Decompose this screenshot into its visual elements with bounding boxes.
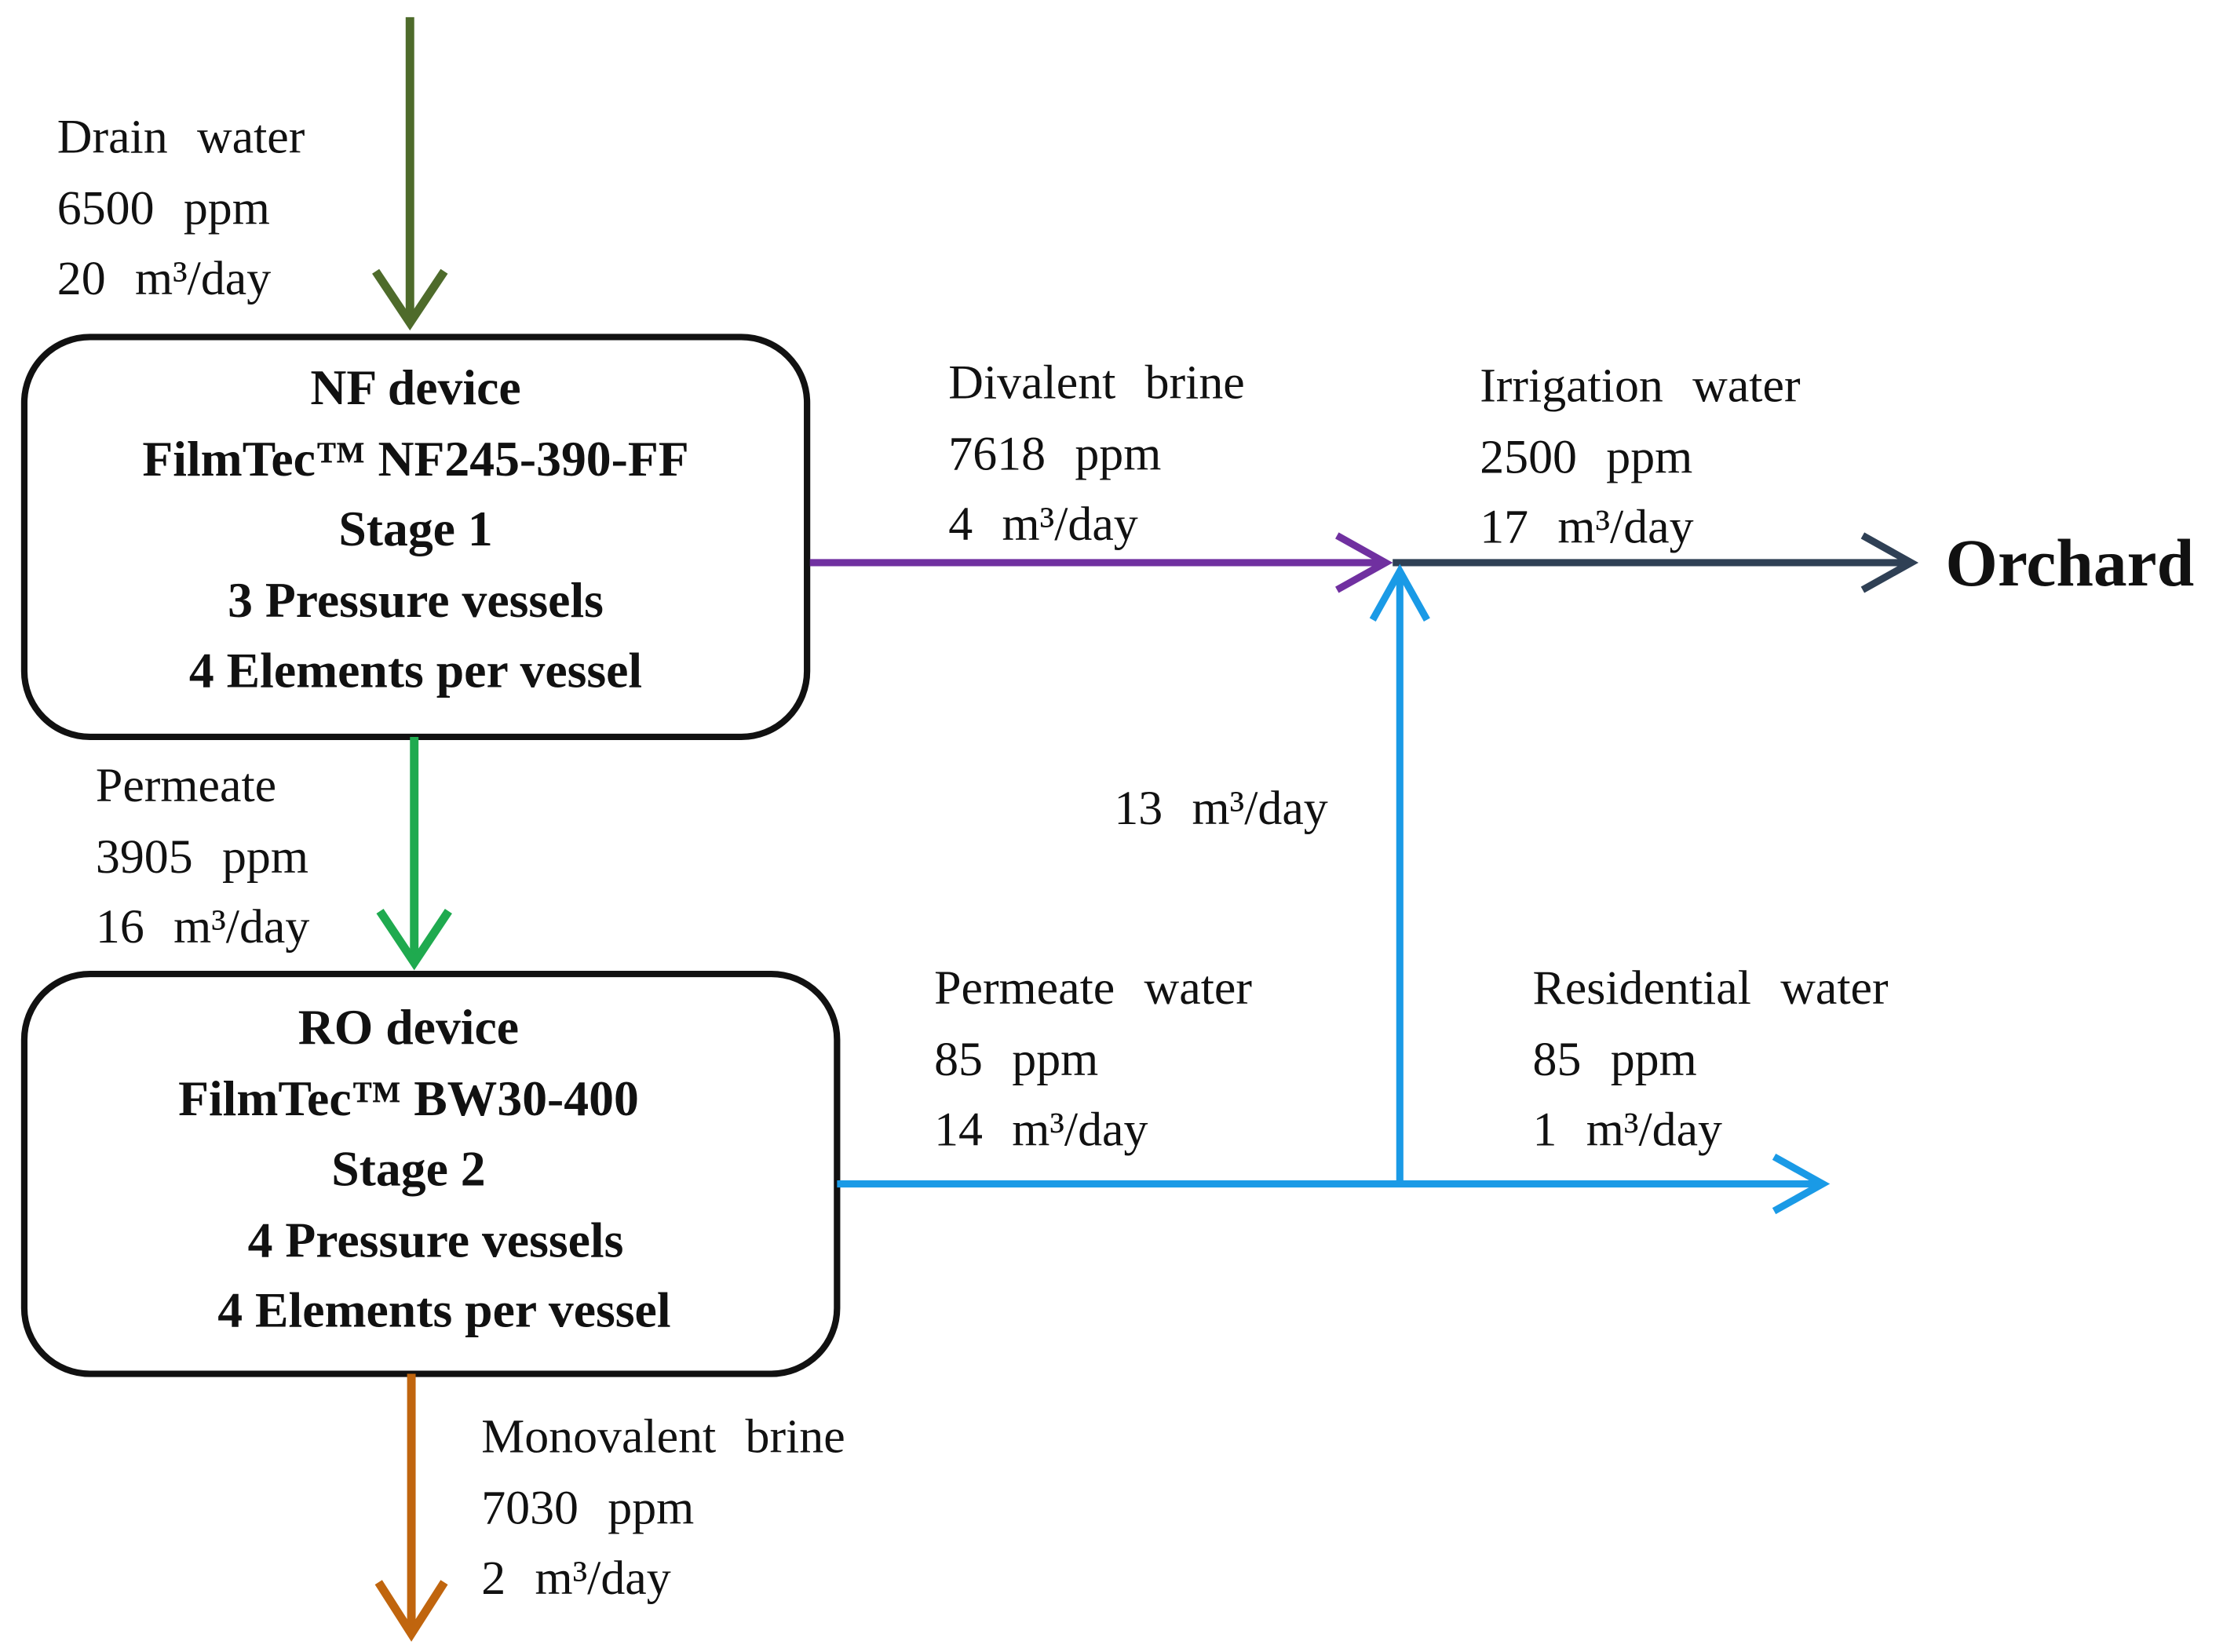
ro-line-4: 4 Pressure vessels [247, 1212, 624, 1267]
nf-line-1: NF device [310, 359, 521, 416]
mono-ppm: 7030 ppm [481, 1481, 695, 1535]
nf-line-4: 3 Pressure vessels [228, 571, 604, 628]
mono-title: Monovalent brine [481, 1410, 845, 1464]
permeate-title: Permeate [95, 760, 277, 813]
irrigation-title: Irrigation water [1480, 359, 1801, 413]
drain-water-label: Drain water 6500 ppm 20 m³/day [57, 103, 305, 315]
permeate-arrow [376, 736, 452, 971]
ro-device-text: RO device FilmTec™ BW30-400 Stage 2 4 Pr… [24, 993, 882, 1346]
ro-line-5: 4 Elements per vessel [217, 1282, 671, 1339]
mono-flow: 2 m³/day [481, 1552, 671, 1606]
monovalent-brine-label: Monovalent brine 7030 ppm 2 m³/day [481, 1402, 845, 1614]
ro-line-1: RO device [298, 999, 520, 1056]
orchard-label: Orchard [1945, 527, 2195, 602]
permeate-ppm: 3905 ppm [95, 830, 308, 884]
residential-ppm: 85 ppm [1532, 1033, 1697, 1086]
permeate-water-label: Permeate water 85 ppm 14 m³/day [934, 954, 1252, 1166]
divalent-flow: 4 m³/day [948, 498, 1138, 552]
permeate-flow: 16 m³/day [95, 901, 310, 954]
permeate-water-ppm: 85 ppm [934, 1033, 1099, 1086]
permeate-water-title: Permeate water [934, 962, 1252, 1016]
ro-device-box [20, 970, 841, 1377]
nf-device-text: NF device FilmTec™ NF245-390-FF Stage 1 … [24, 352, 807, 706]
nf-line-3: Stage 1 [338, 501, 493, 557]
irrigation-ppm: 2500 ppm [1480, 430, 1693, 483]
return-flow: 13 m³/day [1114, 782, 1328, 836]
drain-flow: 20 m³/day [57, 253, 272, 306]
divalent-ppm: 7618 ppm [948, 428, 1162, 481]
return-flow-label: 13 m³/day [1114, 774, 1327, 844]
nf-line-2: FilmTec™ NF245-390-FF [142, 430, 689, 487]
permeate-water-line [837, 563, 1831, 1215]
nf-line-5: 4 Elements per vessel [188, 642, 643, 698]
divalent-brine-label: Divalent brine 7618 ppm 4 m³/day [948, 348, 1244, 560]
drain-water-arrow [372, 16, 448, 331]
divalent-title: Divalent brine [948, 356, 1245, 410]
divalent-brine-arrow [809, 532, 1393, 593]
irrigation-water-label: Irrigation water 2500 ppm 17 m³/day [1480, 352, 1800, 563]
ro-line-2: FilmTec™ BW30-400 [178, 1070, 639, 1126]
ro-line-3: Stage 2 [331, 1140, 486, 1197]
residential-title: Residential water [1532, 962, 1889, 1016]
irrigation-flow: 17 m³/day [1480, 501, 1694, 555]
irrigation-water-arrow [1393, 532, 1919, 593]
permeate-water-flow: 14 m³/day [934, 1103, 1148, 1157]
permeate-label: Permeate 3905 ppm 16 m³/day [96, 751, 309, 963]
drain-ppm: 6500 ppm [57, 182, 270, 235]
monovalent-brine-arrow [374, 1373, 448, 1642]
drain-title: Drain water [57, 111, 305, 165]
residential-water-label: Residential water 85 ppm 1 m³/day [1533, 954, 1889, 1166]
residential-flow: 1 m³/day [1532, 1103, 1722, 1157]
